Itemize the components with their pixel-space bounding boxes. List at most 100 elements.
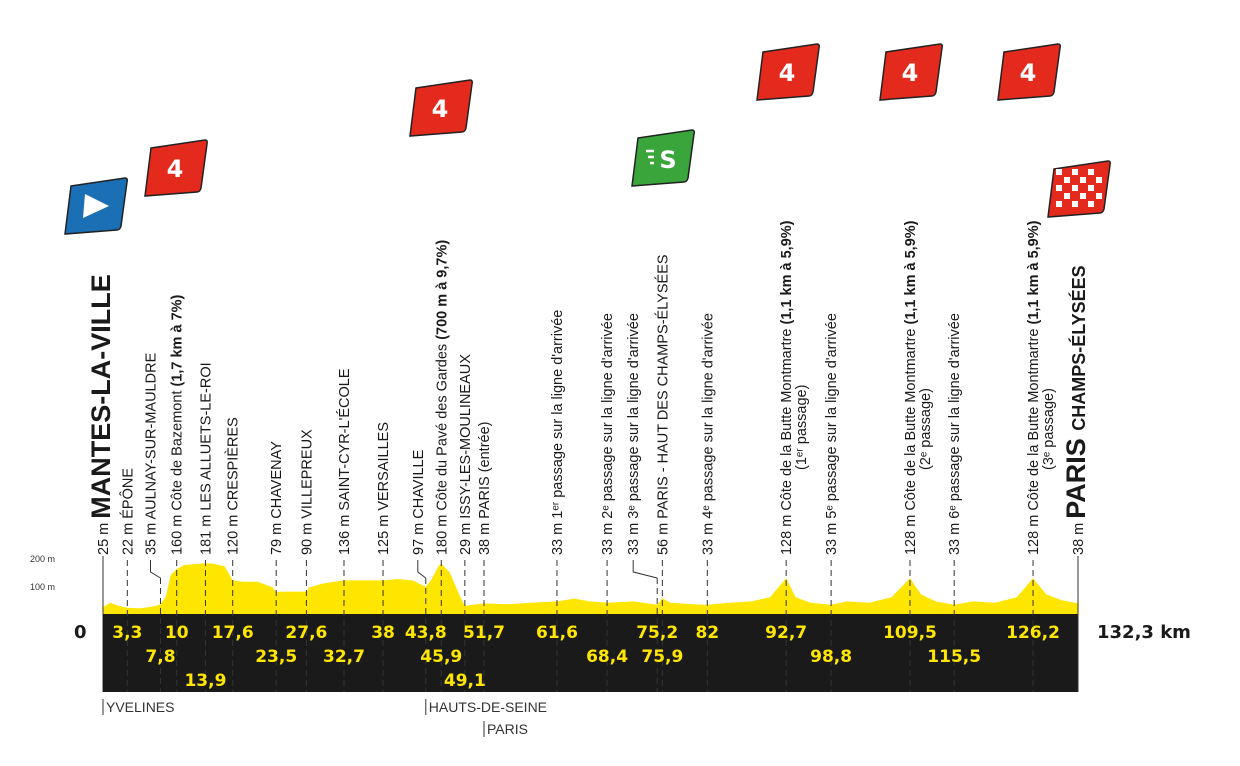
waypoint-altitude: 128 m	[1026, 511, 1042, 555]
waypoint-name: CHAVENAY	[269, 441, 285, 519]
waypoint-label: 38 m PARIS (entrée)	[477, 421, 493, 555]
finish-marker-icon	[1047, 160, 1111, 218]
km-label: 61,6	[536, 623, 578, 643]
km-label: 75,2	[636, 623, 678, 643]
waypoint-hook-line	[417, 560, 427, 579]
checker-square	[1056, 185, 1062, 191]
checker-square	[1096, 193, 1102, 199]
sprint-marker-icon: S	[631, 129, 695, 187]
finish-town: PARIS	[1061, 431, 1091, 519]
waypoint-altitude: 125 m	[376, 511, 392, 555]
climb-flag	[879, 43, 943, 101]
waypoint-name: 5ᵉ passage sur la ligne d'arrivée	[824, 313, 840, 519]
waypoint-hook-line	[149, 560, 161, 579]
waypoint-altitude: 90 m	[299, 519, 315, 555]
km-label: 23,5	[255, 647, 297, 667]
waypoint-name: 4ᵉ passage sur la ligne d'arrivée	[700, 313, 716, 519]
climb-detail: (1,7 km à 7%)	[170, 294, 186, 386]
checker-square	[1064, 177, 1070, 183]
waypoint-name: 6ᵉ passage sur la ligne d'arrivée	[947, 313, 963, 519]
climb-detail: (700 m à 9,7%)	[434, 240, 450, 340]
km-label: 51,7	[463, 623, 505, 643]
climb-marker-icon: 4	[997, 43, 1061, 101]
start-town: MANTES-LA-VILLE	[86, 274, 116, 518]
finish-town-detail: CHAMPS-ÉLYSÉES	[1068, 265, 1089, 430]
km-label: 92,7	[765, 623, 807, 643]
elevation-profile-area	[103, 563, 1078, 614]
climb-marker-icon: 4	[144, 139, 208, 197]
climb-marker-icon: 4	[409, 79, 473, 137]
sprint-flag	[631, 129, 695, 187]
waypoint-dash-lines	[126, 556, 1079, 692]
waypoint-name: Côte de la Butte Montmartre	[903, 324, 919, 510]
distance-band	[103, 614, 1078, 692]
climb-category: 4	[902, 59, 919, 87]
checker-square	[1088, 185, 1094, 191]
waypoint-label: 136 m SAINT-CYR-L'ÉCOLE	[336, 368, 353, 555]
km-label: 45,9	[420, 647, 462, 667]
km-label: 7,8	[145, 647, 175, 667]
checker-square	[1056, 201, 1062, 207]
km-label: 32,7	[323, 647, 365, 667]
km-label: 27,6	[285, 623, 327, 643]
waypoint-name: ISSY-LES-MOULINEAUX	[458, 354, 474, 519]
checker-square	[1064, 193, 1070, 199]
waypoint-label: 33 m 3ᵉ passage sur la ligne d'arrivée	[626, 313, 642, 555]
waypoint-altitude: 160 m	[170, 511, 186, 555]
checker-square	[1080, 193, 1086, 199]
waypoint-altitude: 97 m	[411, 519, 427, 555]
waypoint-label: 160 m Côte de Bazemont (1,7 km à 7%)	[170, 294, 186, 555]
waypoint-altitude: 128 m	[779, 511, 795, 555]
climb-marker-icon: 4	[756, 43, 820, 101]
km-label: 109,5	[883, 623, 937, 643]
waypoint-altitude: 56 m	[655, 519, 671, 555]
waypoint-altitude: 33 m	[600, 519, 616, 555]
waypoint-passage: (3ᵉ passage)	[1041, 388, 1057, 470]
waypoint-label: 35 m AULNAY-SUR-MAULDRE	[143, 352, 159, 555]
climb-detail: (1,1 km à 5,9%)	[903, 220, 919, 324]
climb-flag	[409, 79, 473, 137]
waypoint-name: Côte de Bazemont	[170, 387, 186, 511]
waypoint-name: 3ᵉ passage sur la ligne d'arrivée	[626, 313, 642, 519]
waypoint-altitude: 33 m	[550, 519, 566, 555]
waypoint-altitude: 128 m	[903, 511, 919, 555]
km-label: 10	[165, 623, 189, 643]
checker-square	[1056, 169, 1062, 175]
km-label: 75,9	[641, 647, 683, 667]
waypoint-name: AULNAY-SUR-MAULDRE	[143, 352, 159, 519]
waypoint-name: Côte du Pavé des Gardes	[434, 340, 450, 511]
region-label: PARIS	[487, 721, 528, 737]
waypoint-label: 120 m CRESPIÈRES	[225, 417, 242, 555]
waypoint-altitude: 29 m	[458, 519, 474, 555]
waypoint-label: 33 m 2ᵉ passage sur la ligne d'arrivée	[600, 313, 616, 555]
region-label: YVELINES	[106, 699, 174, 715]
climb-category: 4	[167, 155, 184, 183]
waypoint-name: 2ᵉ passage sur la ligne d'arrivée	[600, 313, 616, 519]
ytick-200: 200 m	[30, 554, 55, 564]
climb-flag	[144, 139, 208, 197]
finish-flag	[1047, 160, 1111, 218]
waypoint-altitude: 35 m	[143, 520, 159, 555]
climb-flag	[997, 43, 1061, 101]
waypoint-altitude: 33 m	[824, 519, 840, 555]
checker-square	[1088, 201, 1094, 207]
waypoint-label: 33 m 4ᵉ passage sur la ligne d'arrivée	[700, 313, 716, 555]
km-label: 126,2	[1006, 623, 1060, 643]
km-label: 38	[371, 623, 395, 643]
waypoint-label: 97 m CHAVILLE	[411, 449, 427, 555]
waypoint-altitude: 181 m	[198, 511, 214, 555]
waypoint-altitude: 136 m	[337, 511, 353, 555]
waypoint-label: 33 m 1ᵉʳ passage sur la ligne d'arrivée	[550, 310, 566, 555]
climb-flag	[756, 43, 820, 101]
ytick-100: 100 m	[30, 582, 55, 592]
km-label: 115,5	[927, 647, 981, 667]
play-arrow-icon	[83, 194, 109, 218]
waypoint-name: LES ALLUETS-LE-ROI	[198, 362, 214, 510]
waypoint-name: CHAVILLE	[411, 449, 427, 518]
km-label: 13,9	[184, 671, 226, 691]
waypoint-name: Côte de la Butte Montmartre	[1026, 324, 1042, 510]
waypoint-altitude: 33 m	[626, 519, 642, 555]
waypoint-altitude: 33 m	[700, 519, 716, 555]
